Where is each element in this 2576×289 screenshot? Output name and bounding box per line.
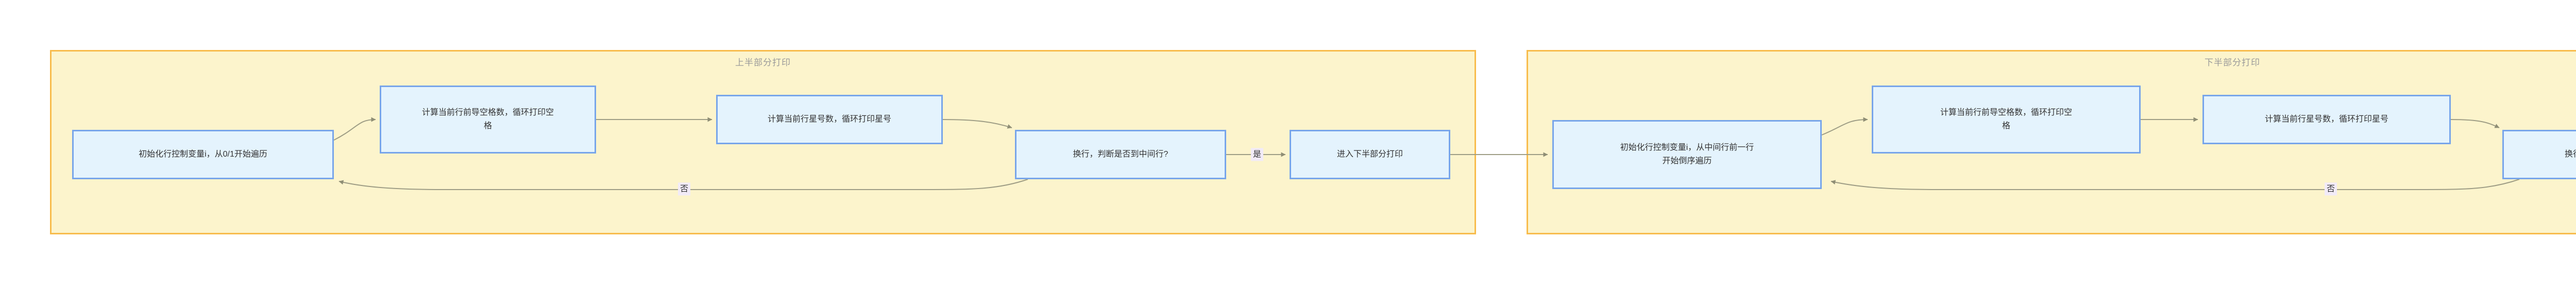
node-label: 计算当前行前导空格数，循环打印空格 bbox=[1940, 108, 2072, 130]
node-init-row-var-lower: 初始化行控制变量i，从中间行前一行开始倒序遍历 bbox=[1552, 120, 1822, 189]
edge-label-no-upper: 否 bbox=[677, 182, 691, 196]
edge-label-yes-upper: 是 bbox=[1250, 148, 1264, 161]
node-label: 换行，判断是否到中间行? bbox=[1073, 150, 1168, 159]
node-judge-all-rows-lower: 换行，判断是否遍历完所有行? bbox=[2502, 130, 2576, 179]
node-label: 初始化行控制变量i，从0/1开始遍历 bbox=[139, 150, 267, 159]
node-label: 换行，判断是否遍历完所有行? bbox=[2565, 150, 2576, 159]
node-label: 初始化行控制变量i，从中间行前一行开始倒序遍历 bbox=[1620, 143, 1754, 165]
node-init-row-var-upper: 初始化行控制变量i，从0/1开始遍历 bbox=[72, 130, 334, 179]
node-print-spaces-upper: 计算当前行前导空格数，循环打印空格 bbox=[380, 86, 596, 154]
node-label: 计算当前行前导空格数，循环打印空格 bbox=[421, 108, 554, 130]
group-title-lower: 下半部分打印 bbox=[2205, 58, 2260, 67]
node-print-spaces-lower: 计算当前行前导空格数，循环打印空格 bbox=[1872, 86, 2141, 154]
node-print-stars-lower: 计算当前行星号数，循环打印星号 bbox=[2202, 95, 2451, 144]
node-label: 计算当前行星号数，循环打印星号 bbox=[2264, 115, 2388, 124]
node-label: 进入下半部分打印 bbox=[1336, 150, 1403, 159]
node-judge-middle-row-upper: 换行，判断是否到中间行? bbox=[1015, 130, 1226, 179]
edge-label-no-lower: 否 bbox=[2324, 182, 2337, 196]
node-label: 计算当前行星号数，循环打印星号 bbox=[767, 115, 891, 124]
group-title-upper: 上半部分打印 bbox=[735, 58, 791, 67]
node-enter-lower-half: 进入下半部分打印 bbox=[1290, 130, 1450, 179]
node-print-stars-upper: 计算当前行星号数，循环打印星号 bbox=[716, 95, 943, 144]
